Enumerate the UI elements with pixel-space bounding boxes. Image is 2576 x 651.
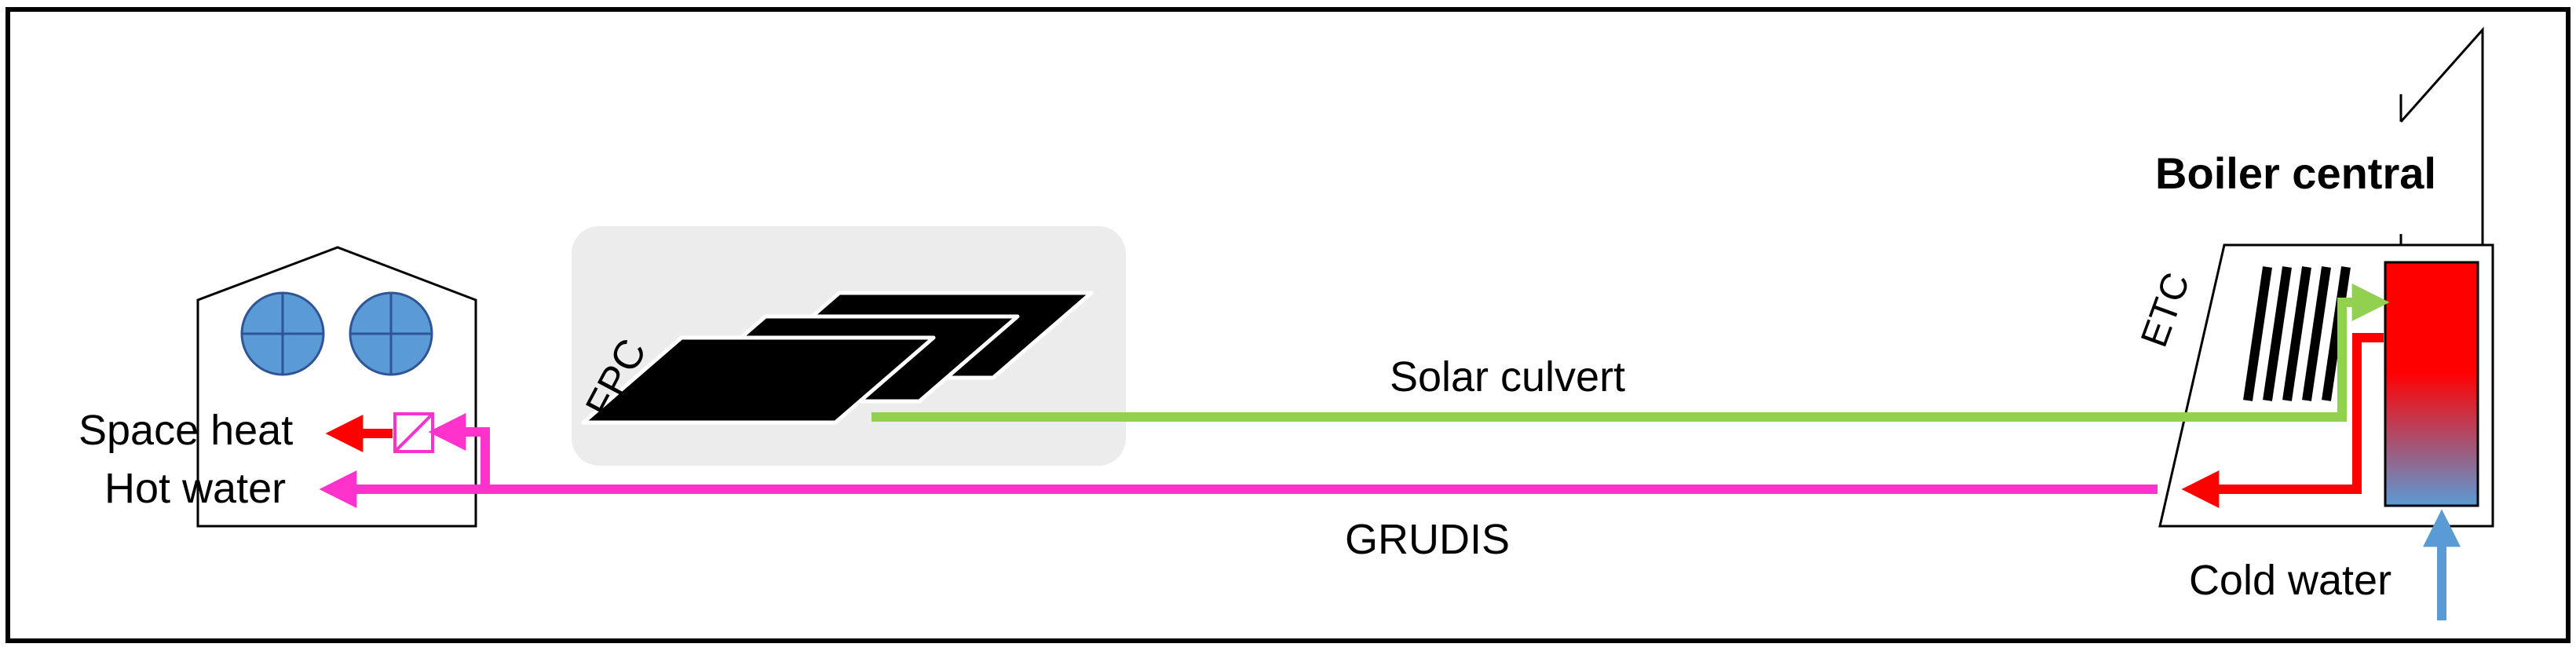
hot-water-label: Hot water [104, 465, 286, 512]
solar-culvert-label: Solar culvert [1390, 353, 1625, 400]
cold-water-label: Cold water [2189, 557, 2391, 604]
radiator-icon [240, 291, 325, 376]
heat-exchanger-icon [393, 412, 434, 453]
flat-plate-collector-icon [581, 291, 1094, 425]
boiler-hot-output-line [2181, 333, 2384, 508]
radiator-icon [349, 291, 433, 376]
evacuated-tube-collector-icon [2243, 266, 2351, 401]
solar-culvert-line [871, 283, 2390, 422]
space-heat-branch-line [428, 413, 490, 489]
storage-tank [2384, 261, 2479, 507]
boiler-central-label: Boiler central [2155, 148, 2436, 198]
space-heat-label: Space heat [79, 407, 293, 454]
grudis-label: GRUDIS [1345, 516, 1510, 563]
